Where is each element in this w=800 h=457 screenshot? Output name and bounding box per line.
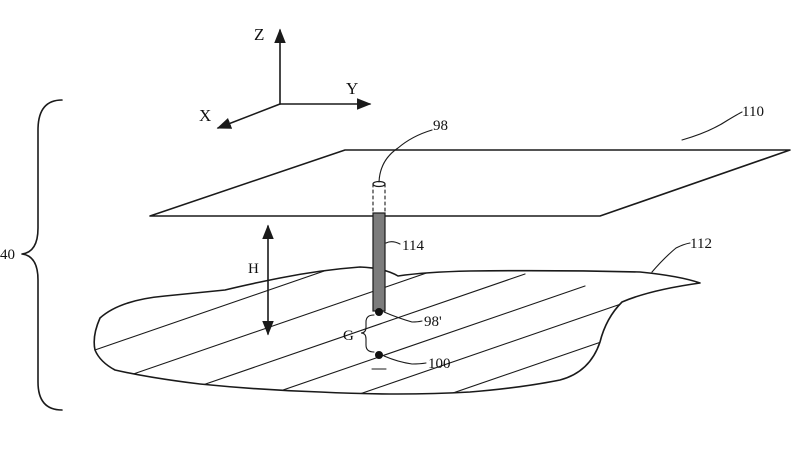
y-axis-label: Y xyxy=(346,79,358,98)
leader-112 xyxy=(651,242,691,273)
ref-114-label: 114 xyxy=(402,238,424,254)
ref-100-label: 100 xyxy=(428,356,451,372)
dimension-h: H xyxy=(248,224,274,336)
reference-numerals: 98 110 114 112 98' 100 xyxy=(402,104,764,372)
leader-110 xyxy=(681,111,743,141)
leader-100 xyxy=(383,355,427,365)
leader-lines xyxy=(378,111,743,365)
point-98p xyxy=(375,308,383,316)
assembly-brace-40: 40 xyxy=(0,99,63,411)
point-100 xyxy=(375,351,383,359)
brace-40 xyxy=(21,99,63,411)
axis-triad: Z Y X xyxy=(199,25,372,129)
dimension-g: G xyxy=(343,314,375,353)
leader-98p xyxy=(383,311,423,323)
h-label: H xyxy=(248,261,259,277)
leader-98 xyxy=(378,129,433,183)
ref-110-label: 110 xyxy=(742,104,764,120)
ref-112-label: 112 xyxy=(690,236,712,252)
g-label: G xyxy=(343,328,354,344)
plane-110 xyxy=(149,149,791,217)
leader-114 xyxy=(385,241,401,245)
ref-40-label: 40 xyxy=(0,247,15,263)
x-axis-arrow xyxy=(216,103,281,129)
g-brace xyxy=(360,314,375,353)
rod-114 xyxy=(371,180,387,370)
x-axis-label: X xyxy=(199,106,211,125)
ground-outline xyxy=(93,266,701,395)
z-axis-label: Z xyxy=(254,25,264,44)
ref-98-label: 98 xyxy=(433,118,448,134)
ref-98p-label: 98' xyxy=(424,314,442,330)
rod-body xyxy=(372,212,386,312)
